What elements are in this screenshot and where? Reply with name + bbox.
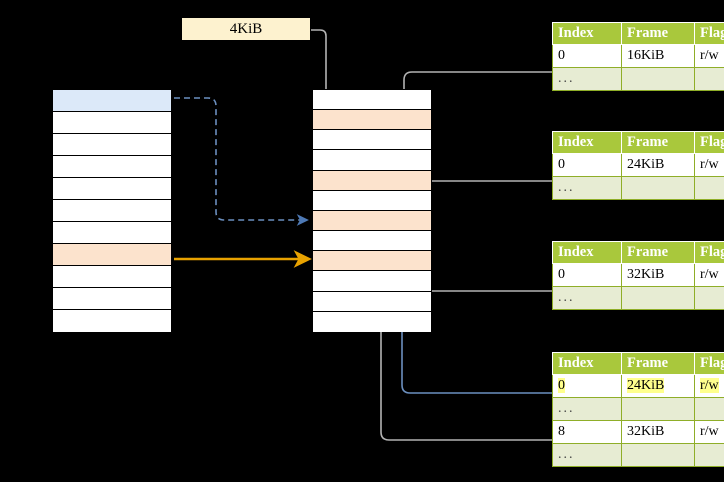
page-table-level-2-cell-flags-1 bbox=[694, 176, 724, 200]
page-table-level-3-cell-frame-1 bbox=[621, 286, 695, 310]
page-table-level-2: IndexFrameFlags024KiBr/w... bbox=[552, 131, 724, 200]
page-table-level-1-header-index: Index bbox=[552, 22, 622, 45]
physical-memory-column bbox=[312, 89, 432, 332]
page-table-level-1-header-frame: Frame bbox=[621, 22, 695, 45]
page-table-level-2-header-frame: Frame bbox=[621, 131, 695, 154]
page-table-level-3-cell-flags-0: r/w bbox=[694, 263, 724, 287]
page-table-level-4-cell-flags-0: r/w bbox=[694, 374, 724, 398]
page-table-level-4-cell-flags-2: r/w bbox=[694, 420, 724, 444]
page-table-level-4-cell-frame-2: 32KiB bbox=[621, 420, 695, 444]
page-table-level-2-cell-index-0: 0 bbox=[552, 153, 622, 177]
vaddr-page-row-5 bbox=[53, 200, 171, 222]
vaddr-page-row-10 bbox=[53, 310, 171, 332]
page-table-level-2-cell-frame-1 bbox=[621, 176, 695, 200]
page-table-level-3-header-flags: Flags bbox=[694, 241, 724, 264]
page-table-level-3-cell-index-1: ... bbox=[552, 286, 622, 310]
page-table-level-4-cell-frame-1 bbox=[621, 397, 695, 421]
page-table-level-4-cell-index-1: ... bbox=[552, 397, 622, 421]
phys-frame-row-0 bbox=[313, 90, 431, 111]
page-table-level-4-cell-index-2: 8 bbox=[552, 420, 622, 444]
page-table-level-4-cell-index-3: ... bbox=[552, 443, 622, 467]
phys-frame-row-6 bbox=[313, 210, 431, 232]
page-table-level-4-cell-frame-0: 24KiB bbox=[621, 374, 695, 398]
page-table-level-4-cell-flags-3 bbox=[694, 443, 724, 467]
page-table-level-3-header-frame: Frame bbox=[621, 241, 695, 264]
page-table-level-4-cell-flags-1 bbox=[694, 397, 724, 421]
page-table-level-4-header-index: Index bbox=[552, 352, 622, 375]
page-table-level-3-row-1: ... bbox=[552, 286, 724, 310]
phys-frame-row-8 bbox=[313, 251, 431, 272]
vaddr-page-row-7 bbox=[53, 244, 171, 266]
page-table-level-3-cell-frame-0: 32KiB bbox=[621, 263, 695, 287]
label-4kib: 4KiB bbox=[182, 18, 310, 40]
page-table-level-3-cell-flags-1 bbox=[694, 286, 724, 310]
page-table-level-2-header-flags: Flags bbox=[694, 131, 724, 154]
vaddr-page-row-4 bbox=[53, 178, 171, 200]
vaddr-page-row-3 bbox=[53, 156, 171, 178]
phys-frame-row-4 bbox=[313, 170, 431, 191]
vaddr-page-row-8 bbox=[53, 266, 171, 288]
vaddr-page-row-1 bbox=[53, 112, 171, 134]
wire-pt2-to-frame bbox=[414, 180, 556, 218]
page-table-level-4: IndexFrameFlags024KiBr/w...832KiBr/w... bbox=[552, 352, 724, 467]
page-table-level-2-cell-frame-0: 24KiB bbox=[621, 153, 695, 177]
phys-frame-row-11 bbox=[313, 311, 431, 332]
phys-frame-row-1 bbox=[313, 110, 431, 131]
vaddr-page-row-9 bbox=[53, 288, 171, 310]
page-table-level-2-row-1: ... bbox=[552, 176, 724, 200]
vaddr-page-row-0 bbox=[53, 90, 171, 112]
page-table-level-3-header-index: Index bbox=[552, 241, 622, 264]
page-table-level-1-row-1: ... bbox=[552, 67, 724, 91]
vaddr-page-row-6 bbox=[53, 222, 171, 244]
phys-frame-row-5 bbox=[313, 190, 431, 211]
phys-frame-row-9 bbox=[313, 271, 431, 292]
page-table-level-3: IndexFrameFlags032KiBr/w... bbox=[552, 241, 724, 310]
phys-frame-row-3 bbox=[313, 150, 431, 171]
page-table-level-4-row-1: ... bbox=[552, 397, 724, 421]
page-table-level-1: IndexFrameFlags016KiBr/w... bbox=[552, 22, 724, 91]
page-table-level-1-cell-index-0: 0 bbox=[552, 44, 622, 68]
phys-frame-row-7 bbox=[313, 231, 431, 252]
page-table-level-1-cell-flags-0: r/w bbox=[694, 44, 724, 68]
page-table-level-4-header-flags: Flags bbox=[694, 352, 724, 375]
page-table-level-1-header-flags: Flags bbox=[694, 22, 724, 45]
page-table-level-4-cell-index-0: 0 bbox=[552, 374, 622, 398]
page-table-level-4-row-3: ... bbox=[552, 443, 724, 467]
wire-vaddr-dashed bbox=[174, 97, 309, 226]
page-table-level-1-cell-flags-1 bbox=[694, 67, 724, 91]
page-table-level-1-cell-frame-1 bbox=[621, 67, 695, 91]
page-table-level-1-cell-frame-0: 16KiB bbox=[621, 44, 695, 68]
page-table-level-1-cell-index-1: ... bbox=[552, 67, 622, 91]
page-table-level-4-header-frame: Frame bbox=[621, 352, 695, 375]
phys-frame-row-10 bbox=[313, 291, 431, 312]
page-table-level-3-cell-index-0: 0 bbox=[552, 263, 622, 287]
page-table-level-2-cell-index-1: ... bbox=[552, 176, 622, 200]
page-table-level-2-cell-flags-0: r/w bbox=[694, 153, 724, 177]
phys-frame-row-2 bbox=[313, 130, 431, 151]
vaddr-page-row-2 bbox=[53, 134, 171, 156]
page-table-level-2-header-index: Index bbox=[552, 131, 622, 154]
page-table-level-4-cell-frame-3 bbox=[621, 443, 695, 467]
virtual-address-space-column bbox=[52, 89, 172, 332]
